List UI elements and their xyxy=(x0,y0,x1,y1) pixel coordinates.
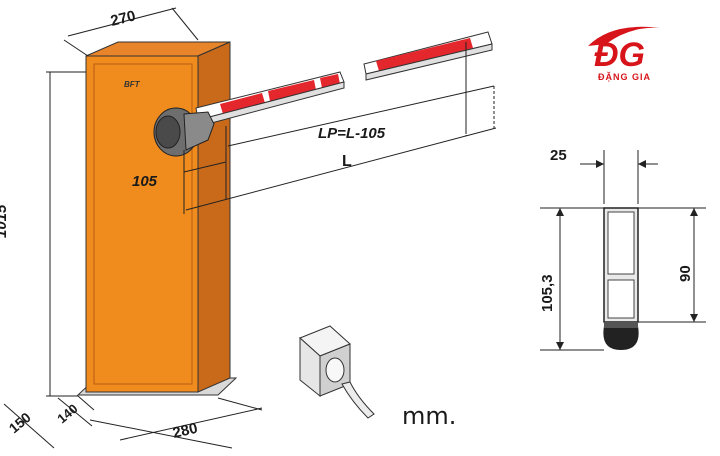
boom-motor-hub xyxy=(153,107,215,157)
hub-clamp xyxy=(183,111,215,151)
boom-stripe-4 xyxy=(376,38,473,71)
hub-inner xyxy=(155,115,181,149)
cabinet-door-panel xyxy=(93,63,193,385)
dim-offset: 105 xyxy=(132,173,158,190)
tape-reel xyxy=(325,357,345,383)
tape-measure-icon xyxy=(299,325,375,419)
boom-stripe-2 xyxy=(268,80,316,101)
dim-profile-total-height: 105,3 xyxy=(539,274,556,312)
boom-profile-section xyxy=(603,207,639,350)
dim-base-width: 280 xyxy=(171,420,199,442)
barrier-cabinet: BFT xyxy=(76,41,238,396)
profile-top-chamber xyxy=(607,211,635,275)
boom-arm xyxy=(195,31,493,127)
cabinet-brand-mark: BFT xyxy=(124,80,141,89)
cabinet-side-face xyxy=(197,41,231,393)
tape-strip xyxy=(341,381,375,419)
boom-far-underside xyxy=(365,43,493,81)
dang-gia-logo: ĐG ĐẶNG GIA xyxy=(588,26,660,82)
dim-profile-width: 25 xyxy=(550,147,567,164)
profile-rubber-cap xyxy=(604,322,638,328)
dim-top-width: 270 xyxy=(109,7,137,30)
dim-profile-body-height: 90 xyxy=(677,265,694,282)
profile-rubber-edge xyxy=(603,326,639,350)
dim-depth-b: 140 xyxy=(54,401,80,426)
logo-swoosh xyxy=(588,26,660,46)
logo-name: ĐẶNG GIA xyxy=(598,72,651,82)
profile-bottom-chamber xyxy=(607,279,635,319)
unit-label: mm. xyxy=(402,402,456,430)
dim-length: L xyxy=(342,153,352,170)
dim-lp: LP=L-105 xyxy=(318,125,386,142)
cabinet-front-face xyxy=(85,55,199,393)
dim-height: 1015 xyxy=(0,204,10,238)
dim-depth-a: 150 xyxy=(6,409,34,436)
boom-stripe-1 xyxy=(220,93,265,114)
dimension-lines xyxy=(3,7,497,449)
logo-mark: ĐG xyxy=(594,36,645,74)
profile-arrowheads xyxy=(556,160,698,350)
